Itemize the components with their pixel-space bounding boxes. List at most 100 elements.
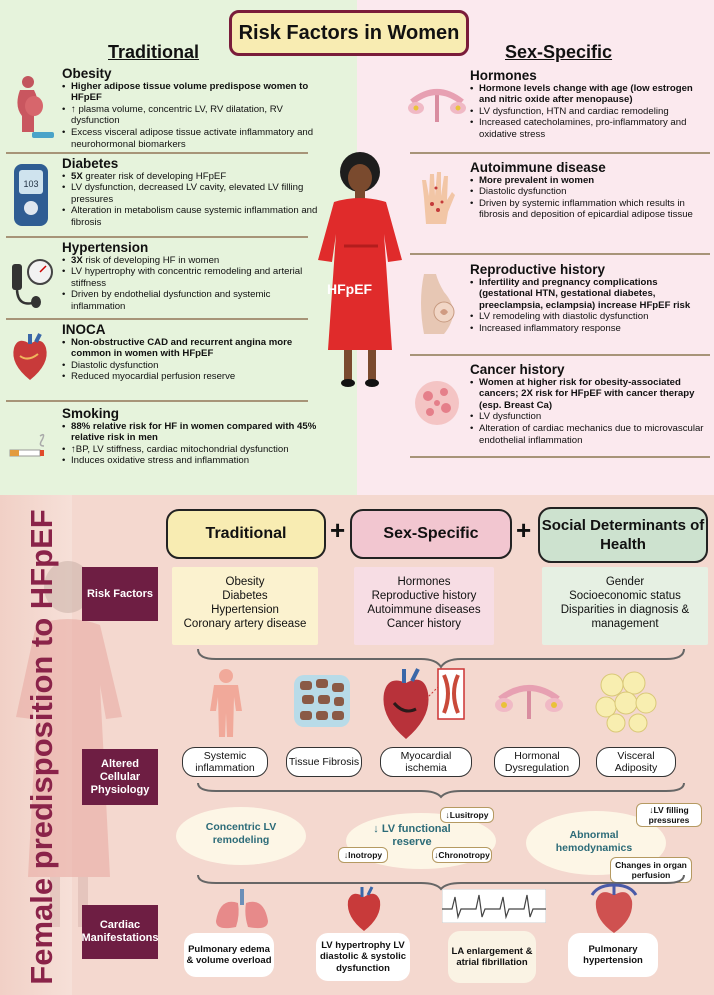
ecg-strip-icon [442,889,546,923]
hypertrophic-heart-icon [347,886,381,931]
row-label-cardiac-manifestations: Cardiac Manifestations [82,905,159,959]
risk-point: 88% relative risk for HF in women compar… [62,421,318,444]
risk-point: Driven by endothelial dysfunction and sy… [62,289,318,312]
risk-factor-name: Hypertension [62,240,149,255]
row-label-risk-factors: Risk Factors [82,567,158,621]
sex-specific-heading: Sex-Specific [505,42,613,62]
fibrosis-tissue-icon [294,675,350,727]
ischemic-heart-icon [383,668,465,739]
plus-sign: + [330,515,346,545]
brace-connector [197,874,685,891]
risk-factor-hormones: Hormones Hormone levels change with age … [470,68,706,141]
risk-point: ↑BP, LV stiffness, cardiac mitochondrial… [62,444,318,456]
physiology-hormonal-dysregulation: Hormonal Dysregulation [494,747,580,777]
list-item: Hypertension [211,604,279,616]
rash-hand-icon [422,172,455,224]
svg-text:103: 103 [23,179,38,189]
fat-cells-icon [595,671,657,733]
risk-point: Alteration of cardiac mechanics due to m… [470,423,706,446]
risk-point: Hormone levels change with age (low estr… [470,83,706,106]
risk-point: Reduced myocardial perfusion reserve [62,371,318,383]
physiology-tissue-fibrosis: Tissue Fibrosis [286,747,362,777]
divider [410,354,710,356]
woman-figure-icon [318,152,402,387]
lusitropy-chip: ↓Lusitropy [440,807,494,823]
list-item: Hormones [397,576,451,588]
filling-pressures-chip: ↓LV filling pressures [636,803,702,827]
inotropy-chip: ↓Inotropy [338,847,388,863]
side-title: Female predisposition to HFpEF [24,509,59,985]
hemodynamics-label: Abnormal hemodynamics [555,829,633,854]
functional-reserve-label: ↓ LV functional reserve [373,823,451,848]
risk-factor-name: Diabetes [62,156,119,171]
risk-point: 5X greater risk of developing HFpEF [62,171,318,183]
list-item: Coronary artery disease [183,618,307,630]
risk-point: Infertility and pregnancy complications … [470,277,706,312]
cigarette-icon [9,433,45,457]
physiology-systemic-inflammation: Systemic inflammation [182,747,268,777]
risk-point: LV hypertrophy with concentric remodelin… [62,266,318,289]
hfpef-label: HFpEF [327,281,373,297]
list-item: Obesity [225,576,265,588]
manifestation-pulmonary-hypertension: Pulmonary hypertension [568,933,658,977]
risk-factor-diabetes: Diabetes 5X greater risk of developing H… [62,156,318,229]
list-sex-specific: Hormones Reproductive history Autoimmune… [354,567,494,645]
panel-title: Risk Factors in Women [229,10,469,56]
risk-factor-name: Autoimmune disease [470,160,606,175]
pulmonary-vessels-icon [590,883,638,933]
risk-factor-name: INOCA [62,322,106,337]
risk-factor-obesity: Obesity Higher adipose tissue volume pre… [62,66,318,150]
chronotropy-chip: ↓Chronotropy [432,847,492,863]
risk-point: Diastolic dysfunction [470,186,706,198]
list-item: Socioeconomic status [569,590,681,602]
blood-pressure-cuff-icon [12,259,53,308]
risk-point: Women at higher risk for obesity-associa… [470,377,706,412]
brace-connector [197,782,685,799]
cancer-cell-icon [415,381,459,425]
obesity-figure-icon [17,76,54,138]
risk-factor-hypertension: Hypertension 3X risk of developing HF in… [62,240,318,313]
ovary-icon [408,89,466,122]
plus-sign: + [516,515,532,545]
category-social-determinants: Social Determinants of Health [538,507,708,563]
traditional-heading: Traditional [108,42,200,62]
remodeling-bubble [176,807,306,865]
risk-factors-panel: Risk Factors in Women Traditional Sex-Sp… [0,0,714,495]
risk-point: Higher adipose tissue volume predispose … [62,81,318,104]
risk-point: LV remodeling with diastolic dysfunction [470,311,706,323]
physiology-myocardial-ischemia: Myocardial ischemia [380,747,472,777]
list-item: Gender [605,576,645,588]
remodeling-label: Concentric LV remodeling [205,821,277,846]
risk-factor-name: Smoking [62,406,120,421]
risk-point: Driven by systemic inflammation which re… [470,198,706,221]
risk-point: LV dysfunction, HTN and cardiac remodeli… [470,106,706,118]
predisposition-panel: Female predisposition to HFpEF Tradition… [0,495,714,995]
risk-factor-inoca: INOCA Non-obstructive CAD and recurrent … [62,322,318,383]
list-item: Cancer history [386,618,462,630]
ovary-icon [495,685,563,719]
risk-point: Diastolic dysfunction [62,360,318,372]
risk-point: Excess visceral adipose tissue activate … [62,127,318,150]
woman-silhouette-icon [16,561,122,927]
risk-factor-name: Obesity [62,66,112,81]
risk-point: Alteration in metabolism cause systemic … [62,205,318,228]
list-item: Reproductive history [371,590,477,602]
manifestation-la-enlargement: LA enlargement & atrial fibrillation [448,931,536,983]
risk-point: 3X risk of developing HF in women [62,255,318,267]
risk-point: More prevalent in women [470,175,706,187]
divider [6,236,308,238]
manifestation-lv-hypertrophy: LV hypertrophy LV diastolic & systolic d… [316,933,410,981]
divider [6,400,308,402]
risk-point: LV dysfunction, decreased LV cavity, ele… [62,182,318,205]
risk-point: ↑ plasma volume, concentric LV, RV dilat… [62,104,318,127]
divider [410,253,710,255]
heart-icon [13,333,47,380]
list-traditional: Obesity Diabetes Hypertension Coronary a… [172,567,318,645]
divider [410,456,710,458]
manifestation-pulmonary-edema: Pulmonary edema & volume overload [184,933,274,977]
risk-factor-name: Cancer history [470,362,565,377]
human-body-icon [210,669,242,737]
risk-point: Non-obstructive CAD and recurrent angina… [62,337,318,360]
organ-perfusion-chip: Changes in organ perfusion [610,857,692,883]
risk-factor-name: Hormones [470,68,537,83]
